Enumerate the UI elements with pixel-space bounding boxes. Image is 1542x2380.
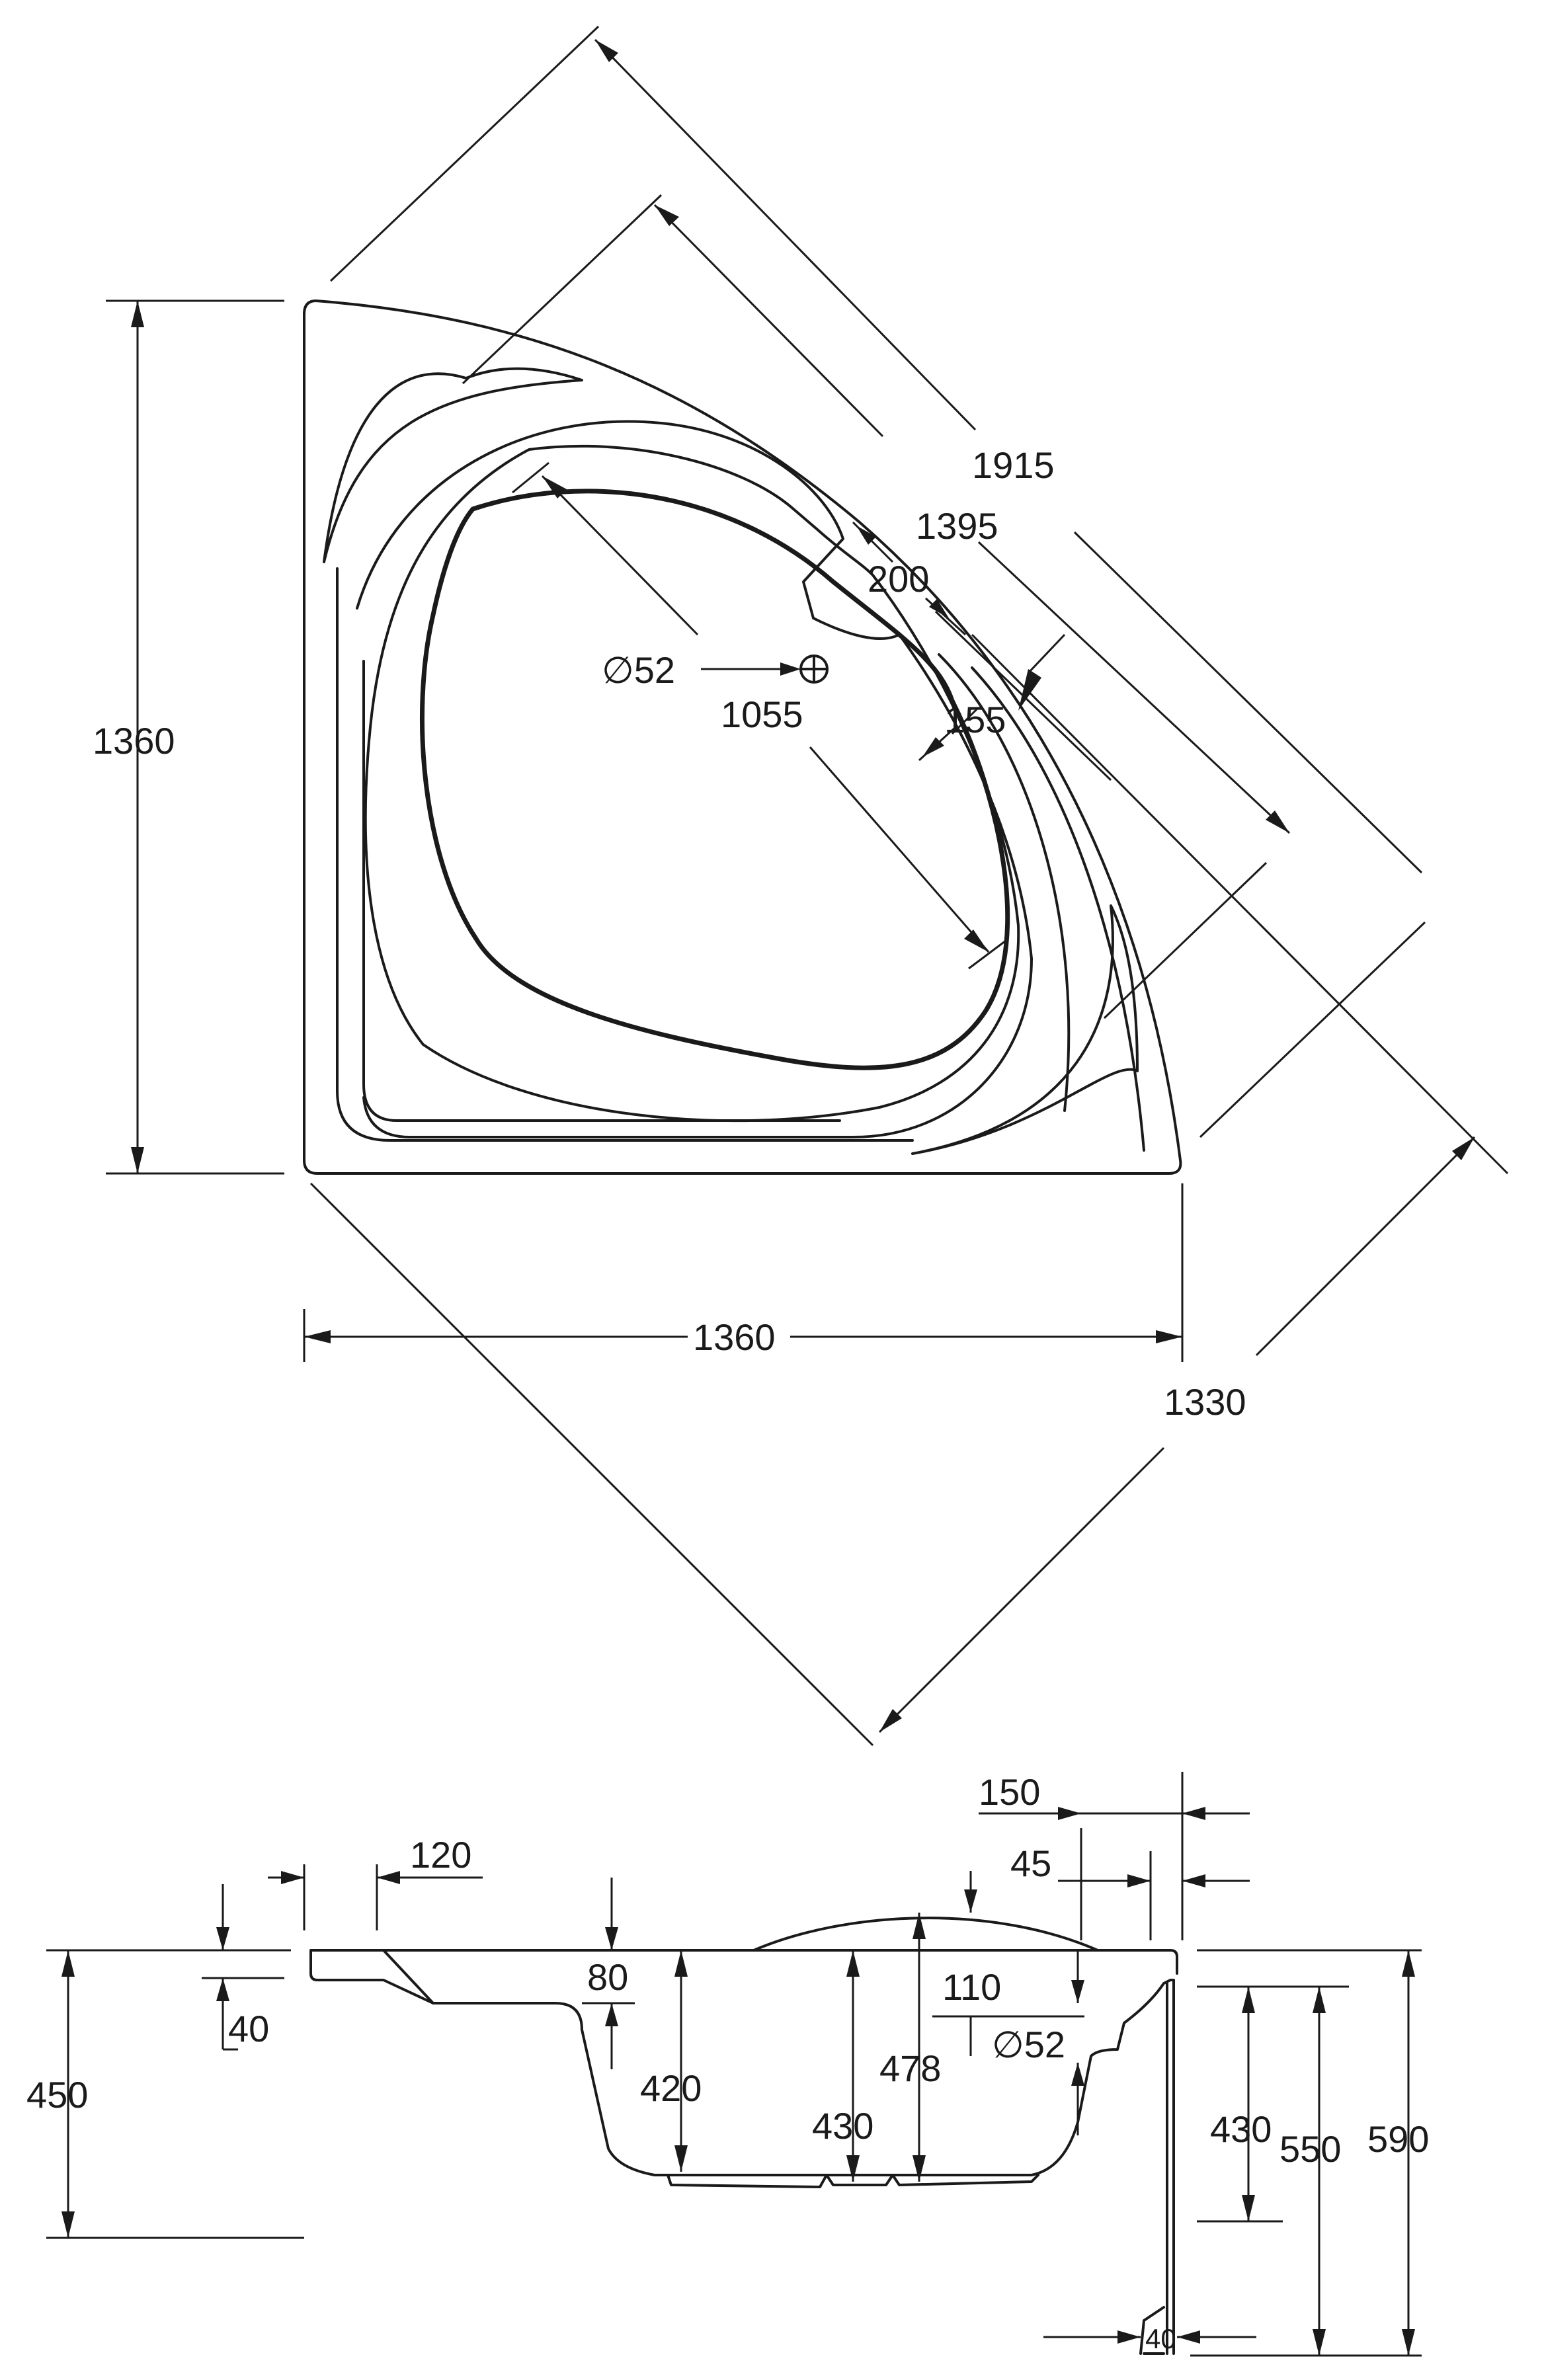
dim-overflow-110 (932, 1871, 1084, 2056)
dim-basin-1055 (512, 461, 1009, 970)
dim-rim-155 (918, 706, 980, 762)
overall-height-label: 450 (26, 2074, 88, 2116)
dim-overhang-120 (268, 1864, 483, 1930)
dim-right-430 (1242, 1987, 1255, 2221)
dim-seat-200 (852, 521, 1509, 1175)
foot-width-label: 40 (1145, 2323, 1176, 2354)
dim-height-450 (46, 1949, 304, 2239)
offset-150-label: 150 (979, 1771, 1040, 1813)
overflow-diameter-label: ∅52 (992, 2024, 1065, 2065)
seat-line (382, 1949, 434, 2004)
right-armrest (911, 904, 1139, 1155)
dim-width-plan (303, 1183, 1184, 1362)
overflow-offset-label: 110 (942, 1966, 1001, 2008)
front-diagonal-label: 1330 (1164, 1381, 1246, 1423)
left-armrest (323, 367, 583, 563)
left-depth-label: 420 (640, 2067, 702, 2109)
dim-right-590 (1402, 1950, 1415, 2356)
right-height-590-label: 590 (1367, 2118, 1429, 2160)
tub-inner-rim (362, 660, 841, 1122)
dim-depth-478 (913, 1913, 926, 2182)
dim-seat-80 (582, 1878, 635, 2069)
dim-height-plan (106, 299, 284, 1175)
overflow-indicator (1071, 1950, 1084, 2135)
dim-diagonal-1395 (462, 194, 1291, 1019)
tub-inner-rim-2 (336, 567, 914, 1142)
dim-offset-45 (1058, 1851, 1250, 1940)
dim-depth-420 (674, 1950, 688, 2172)
tub-right-contour-2 (938, 653, 1071, 1112)
total-depth-label: 478 (879, 2047, 941, 2089)
offset-45-label: 45 (1010, 1843, 1051, 1884)
foot-bracket (1139, 2306, 1165, 2355)
tub-right-contour (971, 666, 1145, 1152)
tub-base (667, 2174, 1039, 2188)
diagonal-1395-label: 1395 (916, 505, 998, 547)
dim-depth-430 (846, 1950, 860, 2182)
drain-diameter-label: ∅52 (602, 649, 675, 691)
dim-diagonal-1915 (329, 25, 1426, 1138)
raised-rim (752, 1917, 1099, 1952)
seat-width-label: 200 (868, 558, 929, 600)
tub-profile (309, 1949, 1178, 2355)
right-depth-label: 430 (1210, 2108, 1272, 2150)
dim-offset-150 (979, 1772, 1250, 1940)
overhang-label: 120 (410, 1834, 471, 1876)
plan-view: ∅52 1360 1360 1915 (93, 25, 1509, 1747)
plan-height-label: 1360 (93, 720, 175, 762)
dim-foot-40 (1043, 2330, 1256, 2344)
outer-basin (364, 444, 1020, 1123)
seat-depth-label: 80 (587, 1956, 628, 1998)
rim-width-label: 155 (944, 699, 1006, 740)
inner-basin (419, 489, 1010, 1070)
dim-right-550 (1313, 1987, 1326, 2356)
diagonal-1915-label: 1915 (972, 444, 1055, 486)
drain-symbol (701, 654, 829, 684)
basin-length-label: 1055 (721, 694, 803, 735)
tub-outer-outline (303, 299, 1182, 1175)
dim-diagonal-1330 (309, 1136, 1476, 1747)
center-depth-label: 430 (812, 2105, 873, 2147)
side-view: 120 40 450 80 (26, 1771, 1429, 2357)
plan-width-label: 1360 (693, 1316, 776, 1358)
right-height-550-label: 550 (1279, 2128, 1341, 2170)
rim-thickness-label: 40 (228, 2008, 269, 2049)
